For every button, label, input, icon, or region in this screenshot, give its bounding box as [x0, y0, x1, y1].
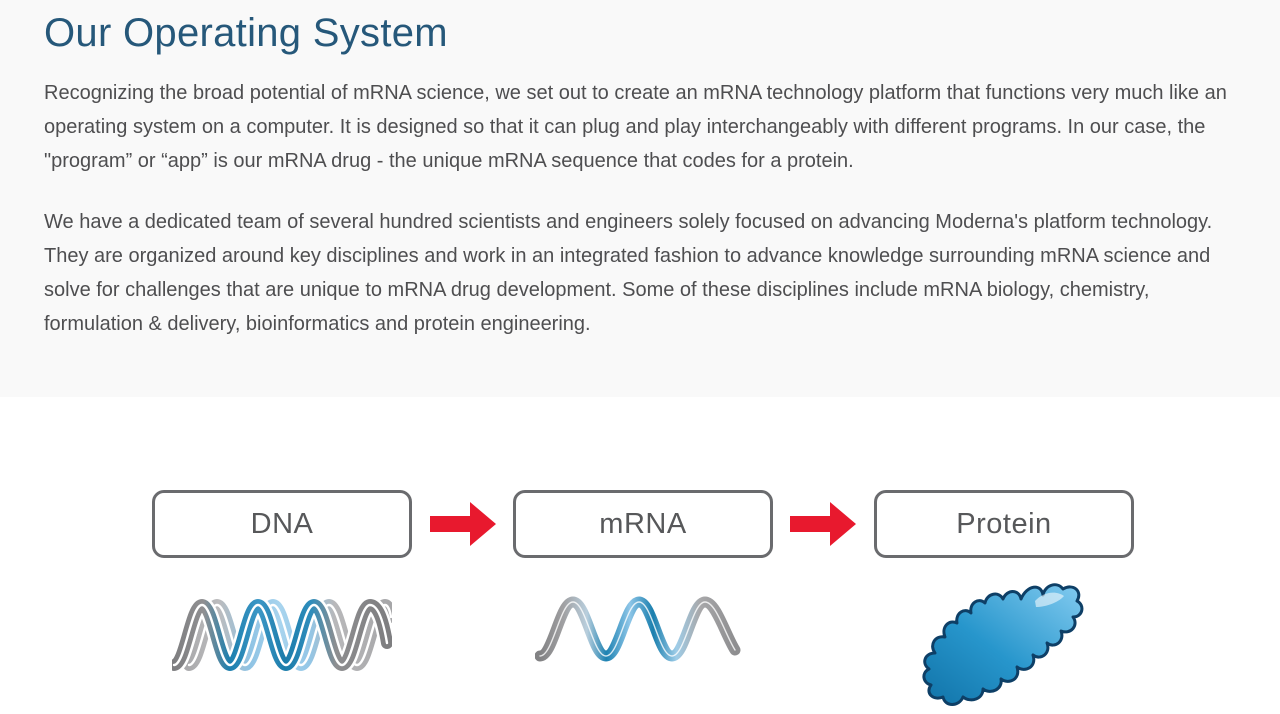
- arrow-right-icon: [790, 502, 856, 546]
- intro-paragraph-2: We have a dedicated team of several hund…: [44, 211, 1213, 335]
- mrna-strand-illustration: [535, 596, 741, 662]
- dna-mrna-protein-diagram: DNA mRNA Protein: [0, 397, 1280, 714]
- intro-section: Our Operating System Recognizing the bro…: [44, 11, 1227, 335]
- page-title: Our Operating System: [44, 11, 448, 55]
- mrna-step-box: mRNA: [513, 490, 773, 558]
- intro-paragraph-1: Recognizing the broad potential of mRNA …: [44, 82, 1227, 172]
- protein-step-label: Protein: [956, 507, 1052, 540]
- mrna-step-label: mRNA: [599, 507, 687, 540]
- protein-step-box: Protein: [874, 490, 1134, 558]
- dna-step-box: DNA: [152, 490, 412, 558]
- arrow-right-icon: [430, 502, 496, 546]
- dna-double-helix-illustration: [172, 596, 392, 674]
- protein-blob-illustration: [922, 583, 1084, 706]
- dna-step-label: DNA: [250, 507, 314, 540]
